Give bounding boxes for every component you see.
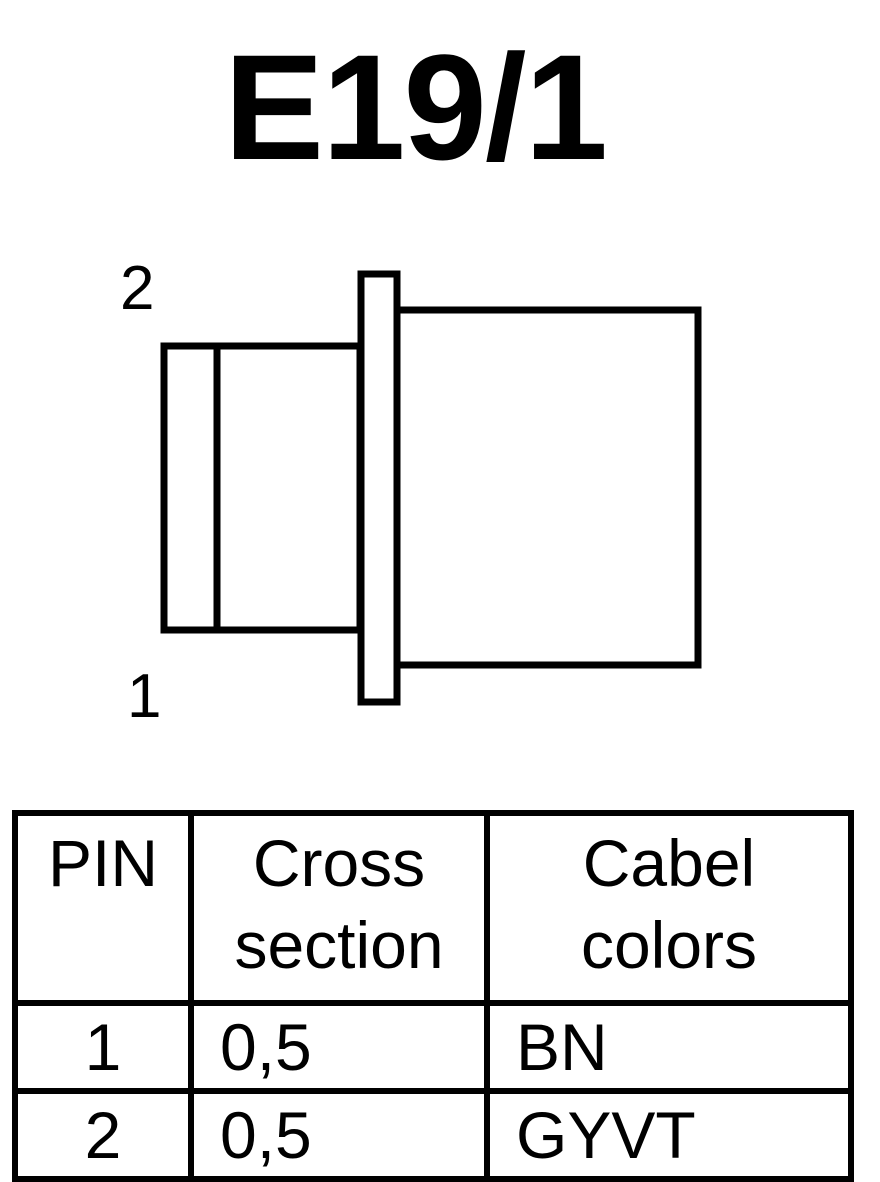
header-cross-section-line2: section bbox=[234, 908, 444, 982]
table-row: 2 0,5 GYVT bbox=[12, 1088, 854, 1182]
row-color: BN bbox=[484, 1000, 854, 1094]
header-cable-colors: Cabel colors bbox=[484, 810, 854, 1006]
connector-diagram bbox=[160, 270, 702, 706]
header-pin-label: PIN bbox=[47, 826, 159, 900]
connector-housing bbox=[393, 306, 702, 669]
connector-flange bbox=[357, 270, 401, 706]
table-row: 1 0,5 BN bbox=[12, 1000, 854, 1094]
table-header-row: PIN Cross section Cabel colors bbox=[12, 810, 854, 1006]
row-pin: 2 bbox=[12, 1088, 194, 1182]
row-cross-section: 0,5 bbox=[188, 1000, 490, 1094]
row-pin: 1 bbox=[12, 1000, 194, 1094]
header-pin: PIN bbox=[12, 810, 194, 1006]
connector-plug-body bbox=[160, 342, 364, 634]
row-cross-section: 0,5 bbox=[188, 1088, 490, 1182]
header-cable-colors-line1: Cabel bbox=[582, 826, 756, 900]
connector-title: E19/1 bbox=[224, 23, 608, 191]
pin-table: PIN Cross section Cabel colors 1 0,5 BN … bbox=[12, 810, 854, 1182]
header-cable-colors-line2: colors bbox=[580, 908, 758, 982]
pin-2-label: 2 bbox=[120, 254, 155, 323]
row-color: GYVT bbox=[484, 1088, 854, 1182]
pin-1-label: 1 bbox=[127, 662, 162, 731]
header-cross-section: Cross section bbox=[188, 810, 490, 1006]
header-cross-section-line1: Cross bbox=[252, 826, 426, 900]
